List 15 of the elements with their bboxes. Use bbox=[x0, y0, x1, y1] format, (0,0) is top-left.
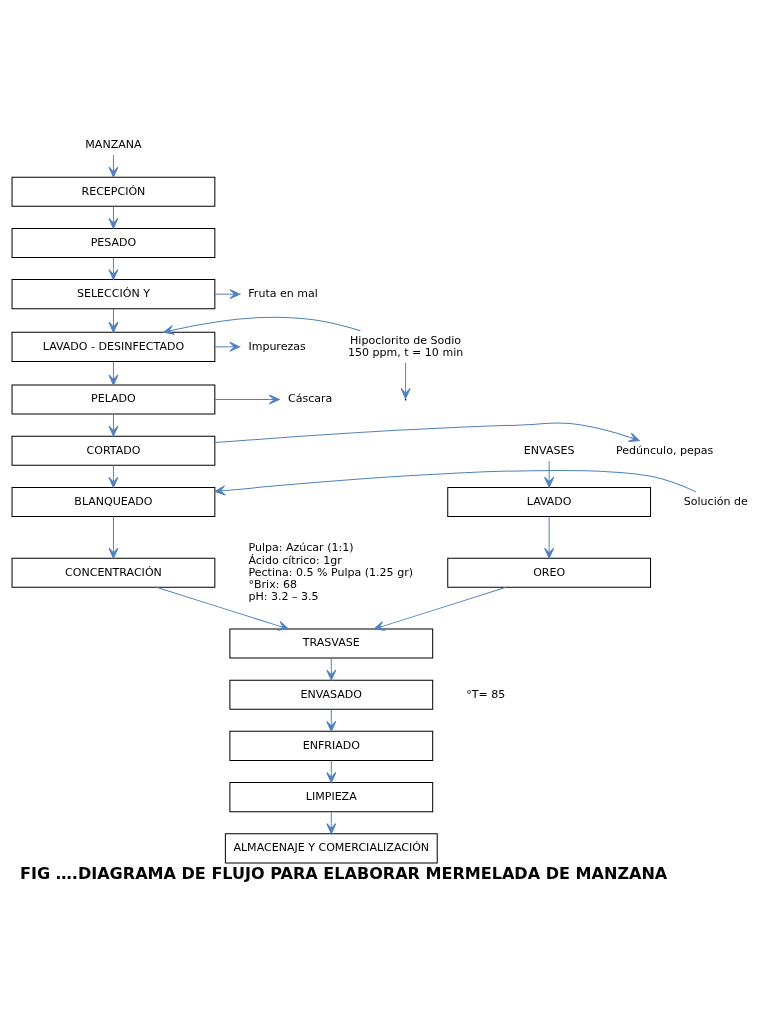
node-text: Cáscara bbox=[288, 392, 333, 406]
node-text: MANZANA bbox=[85, 137, 142, 151]
caption: FIG ….DIAGRAMA DE FLUJO PARA ELABORAR MERMELADA DE MANZANA bbox=[20, 863, 668, 883]
node-label: Pulpa: Azúcar (1:1) bbox=[248, 541, 354, 555]
node-text: Impurezas bbox=[248, 339, 306, 353]
node-text: Solución de bbox=[683, 494, 748, 508]
node-text: Hipoclorito de Sodio 150 ppm, t = 10 min bbox=[347, 333, 464, 359]
node-label: Ácido cítrico: 1gr bbox=[248, 553, 342, 567]
node-label: °Brix: 68 bbox=[248, 577, 297, 591]
node-label: pH: 3.2 – 3.5 bbox=[248, 589, 319, 603]
node-text: Fruta en mal bbox=[248, 286, 318, 300]
node-text: ENVASES bbox=[523, 443, 575, 457]
node-text: Pedúnculo, pepas bbox=[616, 443, 714, 457]
node-label: Pectina: 0.5 % Pulpa (1.25 gr) bbox=[248, 565, 413, 579]
node-label: °T= 85 bbox=[466, 687, 506, 701]
